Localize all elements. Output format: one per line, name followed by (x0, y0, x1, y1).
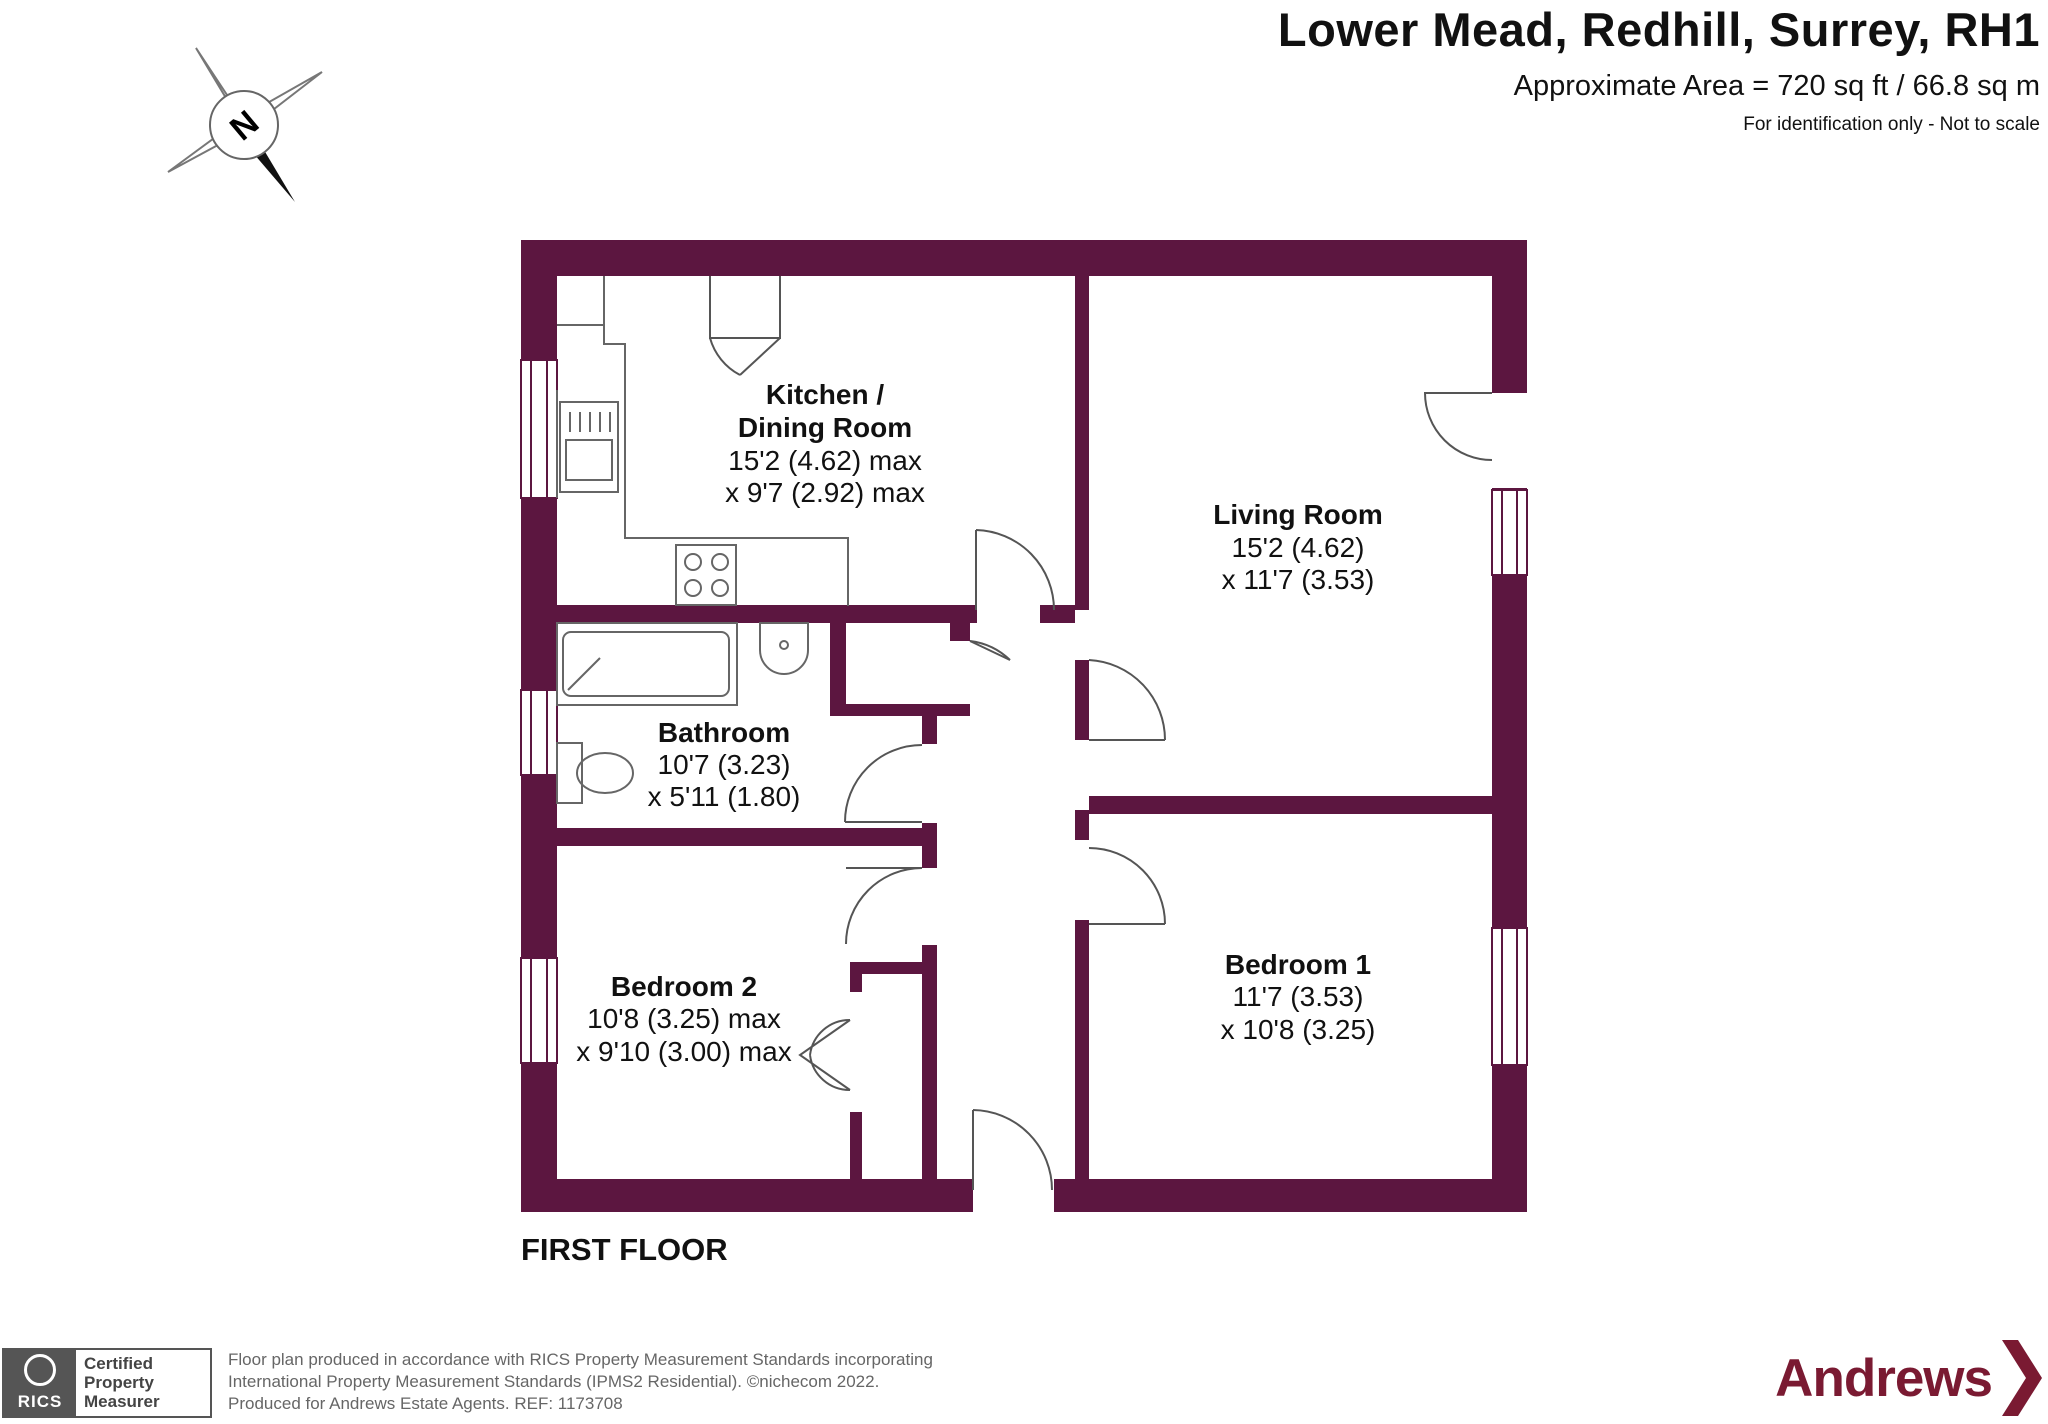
rics-text: RICS (17, 1392, 63, 1411)
rics-cert-line: Certified (84, 1354, 153, 1373)
room-label-kitchen: Kitchen / Dining Room 15'2 (4.62) max x … (725, 379, 925, 508)
room-name: Bathroom (658, 717, 790, 748)
room-label-bathroom: Bathroom 10'7 (3.23) x 5'11 (1.80) (648, 717, 801, 812)
room-name: Dining Room (738, 412, 912, 443)
room-label-bedroom-1: Bedroom 1 11'7 (3.53) x 10'8 (3.25) (1221, 949, 1376, 1045)
toilet-icon (556, 742, 583, 804)
hob-icon (675, 544, 737, 606)
interior-doors (709, 276, 1167, 1092)
room-name: Bedroom 2 (611, 971, 757, 1002)
footer-note: Floor plan produced in accordance with R… (228, 1349, 933, 1415)
windows (520, 359, 1528, 1066)
brand-logo: Andrews (1775, 1349, 1993, 1408)
room-name: Living Room (1213, 499, 1383, 530)
kitchen-fixtures (556, 276, 849, 606)
rics-cert-line: Property (84, 1373, 154, 1392)
room-dimension: 10'7 (3.23) (658, 749, 791, 780)
room-label-bedroom-2: Bedroom 2 10'8 (3.25) max x 9'10 (3.00) … (576, 971, 791, 1067)
room-label-living: Living Room 15'2 (4.62) x 11'7 (3.53) (1213, 499, 1383, 595)
room-dimension: 15'2 (4.62) (1232, 532, 1365, 563)
room-dimension: 11'7 (3.53) (1233, 981, 1364, 1012)
room-dimension: x 11'7 (3.53) (1222, 564, 1375, 595)
bathroom-fixtures (556, 622, 809, 804)
exterior-doors (972, 392, 1527, 1191)
rics-certified-logo: RICS Certified Property Measurer (2, 1348, 212, 1418)
room-dimension: x 9'10 (3.00) max (576, 1036, 791, 1067)
room-dimension: x 9'7 (2.92) max (725, 477, 925, 508)
rics-cert-line: Measurer (84, 1392, 160, 1411)
sink-icon (559, 401, 619, 493)
rics-seal-icon (24, 1354, 56, 1386)
room-dimension: x 10'8 (3.25) (1221, 1014, 1376, 1045)
footer-note-line: International Property Measurement Stand… (228, 1372, 880, 1391)
brand-chevron-icon (2002, 1340, 2042, 1416)
room-dimension: x 5'11 (1.80) (648, 781, 801, 812)
floor-label: FIRST FLOOR (521, 1232, 728, 1267)
rics-mark: RICS (4, 1350, 76, 1416)
room-name: Bedroom 1 (1225, 949, 1371, 980)
room-dimension: 15'2 (4.62) max (728, 445, 922, 476)
footer-note-line: Floor plan produced in accordance with R… (228, 1350, 933, 1369)
footer-note-line: Produced for Andrews Estate Agents. REF:… (228, 1394, 623, 1413)
interior-walls (557, 276, 1492, 1182)
room-name: Kitchen / (766, 379, 884, 410)
north-arrow-icon: N (167, 47, 323, 202)
scale-disclaimer: For identification only - Not to scale (1743, 114, 2040, 135)
bath-icon (556, 622, 738, 706)
rics-cert-text: Certified Property Measurer (76, 1350, 168, 1416)
basin-icon (759, 622, 809, 675)
area-summary: Approximate Area = 720 sq ft / 66.8 sq m (1513, 70, 2040, 102)
room-dimension: 10'8 (3.25) max (587, 1003, 781, 1034)
page-title: Lower Mead, Redhill, Surrey, RH1 (1277, 3, 2040, 56)
